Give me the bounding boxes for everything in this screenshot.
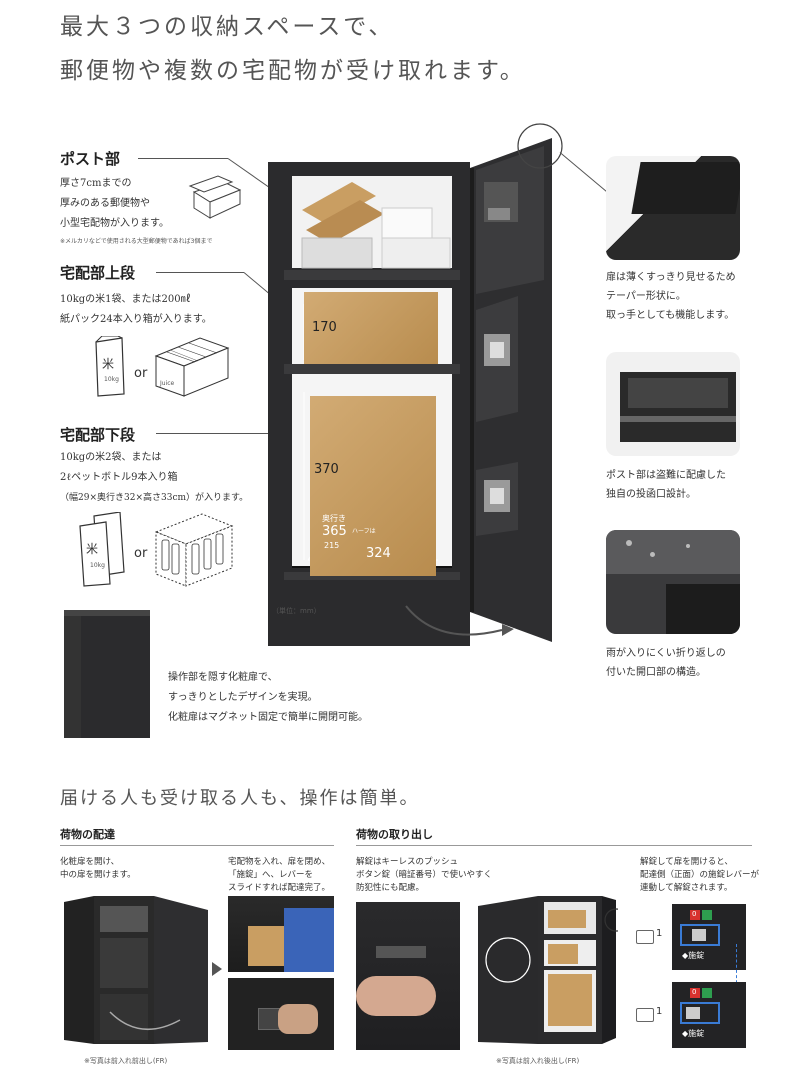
delivery-step2-line1: 宅配物を入れ、扉を閉め、 bbox=[228, 857, 331, 867]
pickup-step1-line2: ボタン錠（暗証番号）で使いやすく bbox=[356, 870, 493, 880]
post-leader-line bbox=[138, 158, 228, 159]
caption2-line1: ポスト部は盗難に配慮した bbox=[606, 470, 726, 481]
step-arrow-icon bbox=[212, 962, 222, 976]
pickup-note: ※写真は前入れ後出し(FR) bbox=[496, 1057, 580, 1065]
juice-carton-label: Juice bbox=[160, 380, 175, 387]
pickup-open-cabinet-illustration bbox=[478, 896, 618, 1044]
digit-upper: 0 bbox=[692, 910, 697, 918]
dim-170: 170 bbox=[312, 320, 337, 335]
pickup-step1-line1: 解錠はキーレスのプッシュ bbox=[356, 857, 459, 867]
lower-line3: （幅29×奥行き32×高さ33cm）が入ります。 bbox=[60, 493, 249, 503]
delivery-step1-line1: 化粧扉を開け、 bbox=[60, 857, 120, 867]
delivery-note: ※写真は前入れ前出し(FR) bbox=[84, 1057, 168, 1065]
lever-upper bbox=[680, 924, 720, 946]
lower-line1: 10kgの米2袋、または bbox=[60, 452, 162, 463]
rice-bags-label: 米 bbox=[86, 542, 99, 556]
link-dashed-line bbox=[736, 944, 738, 1004]
post-note: ※メルカリなどで使用される大型郵便物であれば3個まで bbox=[60, 238, 213, 245]
rice-bag-label: 米 bbox=[102, 357, 115, 371]
pet-bottle-box-icon bbox=[154, 513, 234, 587]
upper-title: 宅配部上段 bbox=[60, 264, 136, 282]
pickup-keypad-photo bbox=[356, 902, 460, 1050]
delivery-step2-line3: スライドすれば配達完了。 bbox=[228, 883, 331, 893]
lock-panel-upper: 0 ◆施錠 bbox=[672, 904, 746, 970]
rice-bag-weight: 10kg bbox=[104, 376, 119, 383]
dim-324: 324 bbox=[366, 546, 391, 561]
pickup-title: 荷物の取り出し bbox=[356, 828, 433, 841]
green-indicator bbox=[702, 910, 712, 920]
lower-title: 宅配部下段 bbox=[60, 426, 136, 444]
delivery-step1-line2: 中の扉を開けます。 bbox=[60, 870, 136, 880]
headline-line1: 最大３つの収納スペースで、 bbox=[60, 14, 395, 40]
lower-leader-line bbox=[156, 433, 286, 434]
post-slot-photo bbox=[606, 352, 740, 456]
delivery-title: 荷物の配達 bbox=[60, 828, 115, 841]
post-line3: 小型宅配物が入ります。 bbox=[60, 218, 169, 229]
pickup-step2-line1: 解錠して扉を開けると、 bbox=[640, 857, 733, 867]
digit-lower: 0 bbox=[692, 988, 697, 996]
caption2-line2: 独自の投函口設計。 bbox=[606, 489, 696, 500]
upper-cardboard-box bbox=[304, 292, 438, 364]
lower-cardboard-box bbox=[310, 396, 436, 576]
caption1-line2: テーパー形状に。 bbox=[606, 291, 686, 302]
box-icon-upper bbox=[636, 930, 654, 944]
door-edge-photo bbox=[606, 156, 740, 260]
two-rice-bags-icon bbox=[79, 512, 125, 587]
lock-label-lower: ◆施錠 bbox=[682, 1029, 705, 1038]
dim-370: 370 bbox=[314, 462, 339, 477]
caption3-line2: 付いた開口部の構造。 bbox=[606, 667, 706, 678]
box-icon-lower bbox=[636, 1008, 654, 1022]
lower-line2: 2ℓペットボトル9本入り箱 bbox=[60, 472, 178, 483]
section2-headline: 届ける人も受け取る人も、操作は簡単。 bbox=[60, 788, 420, 809]
dim-365: 365 bbox=[322, 524, 347, 539]
closed-cabinet-illustration bbox=[64, 610, 150, 738]
post-title: ポスト部 bbox=[60, 150, 121, 168]
post-line1: 厚さ7cmまでの bbox=[60, 178, 132, 189]
panel-label-1: 1 bbox=[656, 928, 663, 939]
juice-carton-box-icon bbox=[154, 337, 230, 397]
post-line2: 厚みのある郵便物や bbox=[60, 198, 150, 209]
delivery-open-cabinet-illustration bbox=[60, 892, 210, 1050]
lever-lower bbox=[680, 1002, 720, 1024]
panel-label-2: 1 bbox=[656, 1006, 663, 1017]
lock-panel-detail: 1 0 ◆施錠 1 0 ◆施錠 bbox=[636, 904, 746, 1050]
pickup-divider bbox=[356, 845, 752, 846]
pickup-step1-line3: 防犯性にも配慮。 bbox=[356, 883, 425, 893]
upper-leader-line bbox=[156, 272, 244, 273]
cover-line1: 操作部を隠す化粧扉で、 bbox=[168, 672, 278, 683]
pickup-step2-line3: 連動して解錠されます。 bbox=[640, 883, 733, 893]
dim-half-label: ハーフは bbox=[352, 528, 376, 535]
lock-label-upper: ◆施錠 bbox=[682, 951, 705, 960]
dim-unit: （単位：mm） bbox=[272, 607, 321, 615]
rice-bags-weight: 10kg bbox=[90, 562, 105, 569]
delivery-box-photo bbox=[228, 896, 334, 972]
green-indicator-lower bbox=[702, 988, 712, 998]
lock-panel-lower: 0 ◆施錠 bbox=[672, 982, 746, 1048]
dim-depth-label: 奥行き bbox=[322, 514, 346, 523]
delivery-divider bbox=[60, 845, 334, 846]
rain-edge-photo bbox=[606, 530, 740, 634]
upper-or: or bbox=[134, 366, 148, 381]
pickup-step2-line2: 配達側（正面）の施錠レバーが bbox=[640, 870, 760, 880]
cover-line2: すっきりとしたデザインを実現。 bbox=[168, 692, 318, 703]
headline-line2: 郵便物や複数の宅配物が受け取れます。 bbox=[60, 58, 526, 84]
red-indicator bbox=[690, 910, 700, 920]
upper-line2: 紙パック24本入り箱が入ります。 bbox=[60, 314, 212, 325]
mail-illustration bbox=[188, 175, 242, 219]
lower-or: or bbox=[134, 546, 148, 561]
cover-line3: 化粧扉はマグネット固定で簡単に開閉可能。 bbox=[168, 712, 368, 723]
upper-line1: 10kgの米1袋、または200㎖ bbox=[60, 294, 191, 305]
caption3-line1: 雨が入りにくい折り返しの bbox=[606, 648, 726, 659]
caption1-line1: 扉は薄くすっきり見せるため bbox=[606, 272, 736, 283]
caption1-line3: 取っ手としても機能します。 bbox=[606, 310, 735, 321]
rice-bag-icon bbox=[95, 336, 125, 397]
delivery-lever-photo bbox=[228, 978, 334, 1050]
delivery-step2-line2: 「施錠」へ、レバーを bbox=[228, 870, 314, 880]
dim-215: 215 bbox=[324, 541, 340, 550]
door-swing-arrow-icon bbox=[405, 605, 514, 636]
red-indicator-lower bbox=[690, 988, 700, 998]
